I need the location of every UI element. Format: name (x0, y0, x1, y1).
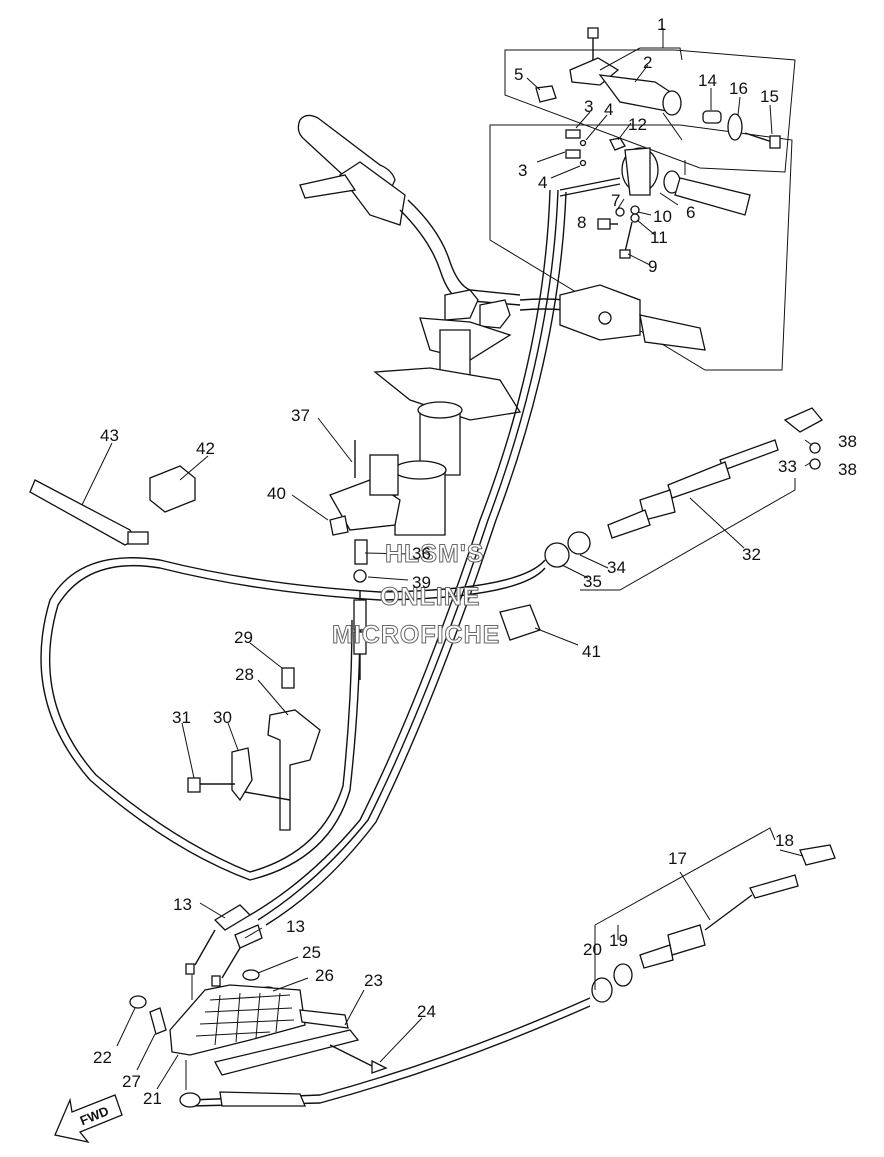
watermark-line-1: HLSM'S (385, 540, 484, 568)
fwd-arrow: FWD (54, 1094, 123, 1144)
callout-32: 32 (742, 545, 761, 564)
lower-bracket-assembly (129, 844, 836, 1108)
throttle-cables (249, 189, 567, 926)
callout-37: 37 (291, 406, 310, 425)
callout-9: 9 (648, 257, 657, 276)
callout-22: 22 (93, 1048, 112, 1067)
callout-5: 5 (514, 65, 523, 84)
callout-43: 43 (100, 426, 119, 445)
callout-42: 42 (196, 439, 215, 458)
callout-38: 38 (838, 432, 857, 451)
leader-lines (81, 28, 813, 1090)
callout-20: 20 (583, 940, 602, 959)
callout-25: 25 (302, 943, 321, 962)
callout-41: 41 (582, 642, 601, 661)
callout-labels: 1 2 3 3 4 4 5 6 7 8 9 10 11 12 13 13 14 … (93, 15, 857, 1108)
callout-24: 24 (417, 1002, 436, 1021)
callout-39: 39 (412, 573, 431, 592)
callout-18: 18 (775, 831, 794, 850)
bracket-grid (195, 992, 295, 1046)
callout-6: 6 (686, 203, 695, 222)
watermark: HLSM'S ONLINE MICROFICHE (332, 540, 500, 650)
watermark-line-2: ONLINE (380, 583, 480, 611)
throttle-lever-parts (535, 27, 781, 259)
callout-15: 15 (760, 87, 779, 106)
watermark-line-3: MICROFICHE (332, 621, 500, 649)
callout-10: 10 (653, 207, 672, 226)
callout-38b: 38 (838, 460, 857, 479)
callout-8: 8 (577, 213, 586, 232)
callout-11: 11 (650, 228, 668, 247)
callout-19: 19 (609, 931, 628, 950)
callout-14: 14 (698, 71, 717, 90)
handlebar-assembly (297, 114, 706, 536)
callout-12: 12 (628, 115, 647, 134)
callout-33: 33 (778, 457, 797, 476)
callout-35: 35 (583, 572, 602, 591)
callout-30: 30 (213, 708, 232, 727)
shift-cable (40, 407, 824, 881)
callout-13: 13 (173, 895, 192, 914)
callout-4b: 4 (538, 173, 547, 192)
callout-40: 40 (267, 484, 286, 503)
callout-17: 17 (668, 849, 687, 868)
callout-16: 16 (729, 79, 748, 98)
callout-29: 29 (234, 628, 253, 647)
callout-31: 31 (172, 708, 191, 727)
callout-13b: 13 (286, 917, 305, 936)
callout-3b: 3 (518, 161, 527, 180)
callout-3: 3 (584, 97, 593, 116)
callout-2: 2 (643, 53, 652, 72)
callout-4: 4 (604, 100, 613, 119)
callout-28: 28 (235, 665, 254, 684)
callout-36: 36 (412, 544, 431, 563)
callout-26: 26 (315, 966, 334, 985)
callout-23: 23 (364, 971, 383, 990)
misc-parts (29, 440, 541, 831)
callout-7: 7 (611, 191, 620, 210)
callout-1: 1 (657, 15, 666, 34)
throttle-lever-assembly-frame (489, 49, 796, 371)
callout-34: 34 (607, 558, 626, 577)
callout-21: 21 (143, 1089, 162, 1108)
callout-27: 27 (122, 1072, 141, 1091)
